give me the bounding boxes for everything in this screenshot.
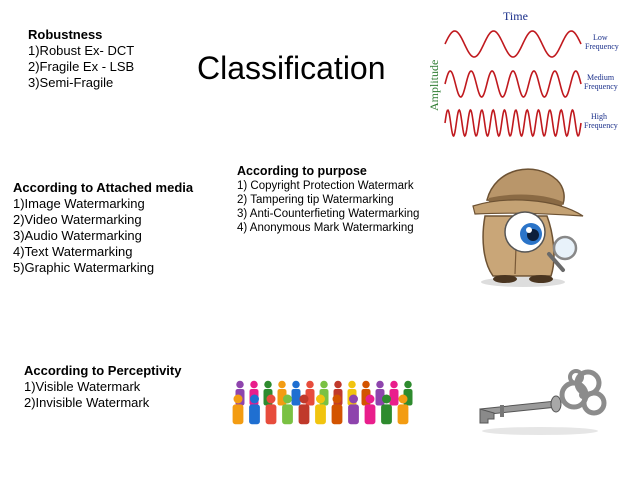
robustness-item: 2)Fragile Ex - LSB	[28, 59, 135, 74]
robustness-item: 3)Semi-Fragile	[28, 75, 114, 90]
person-figure	[282, 394, 293, 425]
detective-illustration	[472, 168, 584, 287]
time-label: Time	[503, 9, 528, 23]
person-figure	[249, 394, 260, 425]
person-figure	[348, 394, 359, 425]
attached-media-block: According to Attached media 1)Image Wate…	[13, 180, 193, 276]
high-frequency-label: High Frequency	[584, 112, 618, 130]
purpose-item: 4) Anonymous Mark Watermarking	[237, 222, 414, 234]
person-figure	[364, 394, 376, 425]
amplitude-label: Amplitude	[427, 60, 441, 111]
person-figure	[397, 394, 409, 425]
person-figure	[232, 394, 244, 425]
medium-frequency-wave	[444, 70, 582, 98]
perceptivity-title: According to Perceptivity	[24, 363, 182, 378]
perceptivity-item: 2)Invisible Watermark	[24, 395, 150, 410]
person-figure	[375, 380, 385, 406]
robustness-block: Robustness 1)Robust Ex- DCT 2)Fragile Ex…	[28, 27, 134, 91]
person-figure	[315, 394, 326, 425]
perceptivity-item: 1)Visible Watermark	[24, 379, 141, 394]
attached-media-item: 4)Text Watermarking	[13, 244, 133, 259]
medium-frequency-label: Medium Frequency	[584, 73, 618, 91]
robustness-title: Robustness	[28, 27, 103, 42]
attached-media-title: According to Attached media	[13, 180, 194, 195]
purpose-title: According to purpose	[237, 164, 367, 178]
person-figure	[381, 394, 392, 425]
purpose-item: 2) Tampering tip Watermarking	[237, 194, 394, 206]
purpose-item: 1) Copyright Protection Watermark	[237, 180, 414, 192]
attached-media-item: 2)Video Watermarking	[13, 212, 142, 227]
person-figure	[265, 394, 277, 425]
high-frequency-wave	[444, 108, 582, 138]
attached-media-item: 3)Audio Watermarking	[13, 228, 142, 243]
low-frequency-label: Low Frequency	[585, 33, 619, 51]
purpose-item: 3) Anti-Counterfieting Watermarking	[237, 208, 420, 220]
low-frequency-wave	[444, 30, 582, 58]
person-figure	[298, 394, 310, 425]
purpose-block: According to purpose 1) Copyright Protec…	[237, 163, 419, 235]
attached-media-item: 1)Image Watermarking	[13, 196, 145, 211]
slide-title: Classification	[197, 50, 386, 86]
person-figure	[291, 380, 301, 406]
person-figure	[331, 394, 343, 425]
crowd-illustration	[232, 380, 413, 425]
perceptivity-block: According to Perceptivity 1)Visible Wate…	[24, 363, 181, 411]
attached-media-item: 5)Graphic Watermarking	[13, 260, 155, 275]
key-illustration	[479, 369, 607, 435]
frequency-waves-figure: Time Amplitude Low Frequency Medium Freq…	[427, 9, 619, 138]
person-figure	[389, 380, 399, 406]
robustness-item: 1)Robust Ex- DCT	[28, 43, 135, 58]
